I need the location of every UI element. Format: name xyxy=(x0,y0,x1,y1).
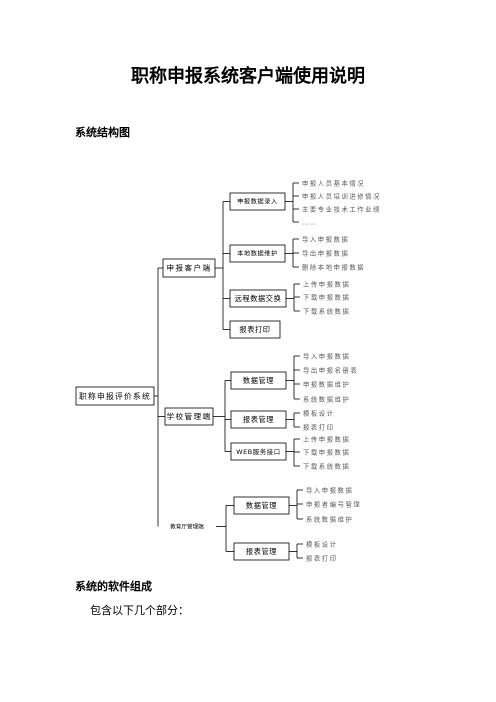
diagram-labels: 职称申报评价系统 申报客户端 申报数据录入 申报人员基本情况申报人员培训进修情况主要专… xyxy=(79,178,381,562)
leaf-item: 导出申报名册表 xyxy=(303,365,358,374)
branch-1-child-3-box xyxy=(229,289,287,308)
branch-3-child-1-box xyxy=(233,496,290,515)
branch-1-child-4-box xyxy=(229,320,281,339)
leaf-item: 申报数据维护 xyxy=(303,379,350,388)
leaf-item: 导入申报数据 xyxy=(302,234,349,243)
branch-1-child-2-box xyxy=(229,244,286,263)
branch-1-label: 申报客户端 xyxy=(167,263,212,273)
leaf-item: 上传申报数据 xyxy=(303,279,350,288)
leaf-item: …… xyxy=(302,219,318,226)
leaf-item: 主要专业技术工作业绩 xyxy=(302,204,381,213)
leaf-item: 导入申报数据 xyxy=(303,351,350,360)
branch-2-child-2-label: 报表管理 xyxy=(243,415,274,424)
branch-2-child-1-box xyxy=(230,371,287,390)
leaf-item: 申报者编号管理 xyxy=(306,499,361,508)
diagram-boxes xyxy=(75,192,290,561)
branch-3-child-2-label: 报表管理 xyxy=(246,547,277,556)
branch-3-label: 教育厅管理端 xyxy=(170,523,204,531)
branch-1-child-1-box xyxy=(229,192,286,211)
section-heading-components: 系统的软件组成 xyxy=(75,580,152,593)
branch-1-child-4-label: 报表打印 xyxy=(239,325,270,334)
branch-2-child-3-label: WEB服务接口 xyxy=(236,447,281,456)
branch-2-child-1-label: 数据管理 xyxy=(243,376,274,385)
leaf-item: 删除本地申报数据 xyxy=(302,262,365,271)
leaf-item: 报表打印 xyxy=(303,422,335,431)
leaf-item: 上传申报数据 xyxy=(303,434,350,443)
leaf-item: 系统数据维护 xyxy=(303,394,350,403)
leaf-item: 申报人员基本情况 xyxy=(302,178,365,187)
branch-2-child-3-box xyxy=(230,442,287,461)
branch-3-child-1-label: 数据管理 xyxy=(246,501,277,510)
branch-1-child-3-label: 远程数据交换 xyxy=(235,294,282,303)
document-title: 职称申报系统客户端使用说明 xyxy=(131,66,365,87)
section-heading-structure: 系统结构图 xyxy=(75,126,130,139)
leaf-item: 下载系统数据 xyxy=(303,306,350,315)
leaf-item: 报表打印 xyxy=(306,553,338,562)
leaf-item: 系统数据维护 xyxy=(306,514,353,523)
branch-3-child-2-box xyxy=(233,542,290,561)
leaf-item: 下载系统数据 xyxy=(303,461,350,470)
branch-1-child-2-label: 本地数据维护 xyxy=(237,250,278,258)
branch-1-child-1-label: 申报数据录入 xyxy=(237,198,278,206)
leaf-item: 申报人员培训进修情况 xyxy=(302,191,381,200)
root-node-label: 职称申报评价系统 xyxy=(79,391,151,401)
intro-paragraph: 包含以下几个部分： xyxy=(90,604,189,617)
diagram-connectors xyxy=(154,182,303,559)
branch-1-box xyxy=(162,258,216,278)
root-node-box xyxy=(75,386,155,406)
branch-2-box xyxy=(164,407,214,426)
leaf-item: 模板设计 xyxy=(303,408,335,417)
leaf-item: 导出申报数据 xyxy=(302,248,349,257)
branch-2-child-2-box xyxy=(230,410,287,429)
leaf-item: 下载申报数据 xyxy=(303,292,350,301)
leaf-item: 导入申报数据 xyxy=(306,485,353,494)
leaf-item: 下载申报数据 xyxy=(303,447,350,456)
branch-2-label: 学校管理端 xyxy=(167,411,212,421)
leaf-item: 模板设计 xyxy=(306,539,338,548)
